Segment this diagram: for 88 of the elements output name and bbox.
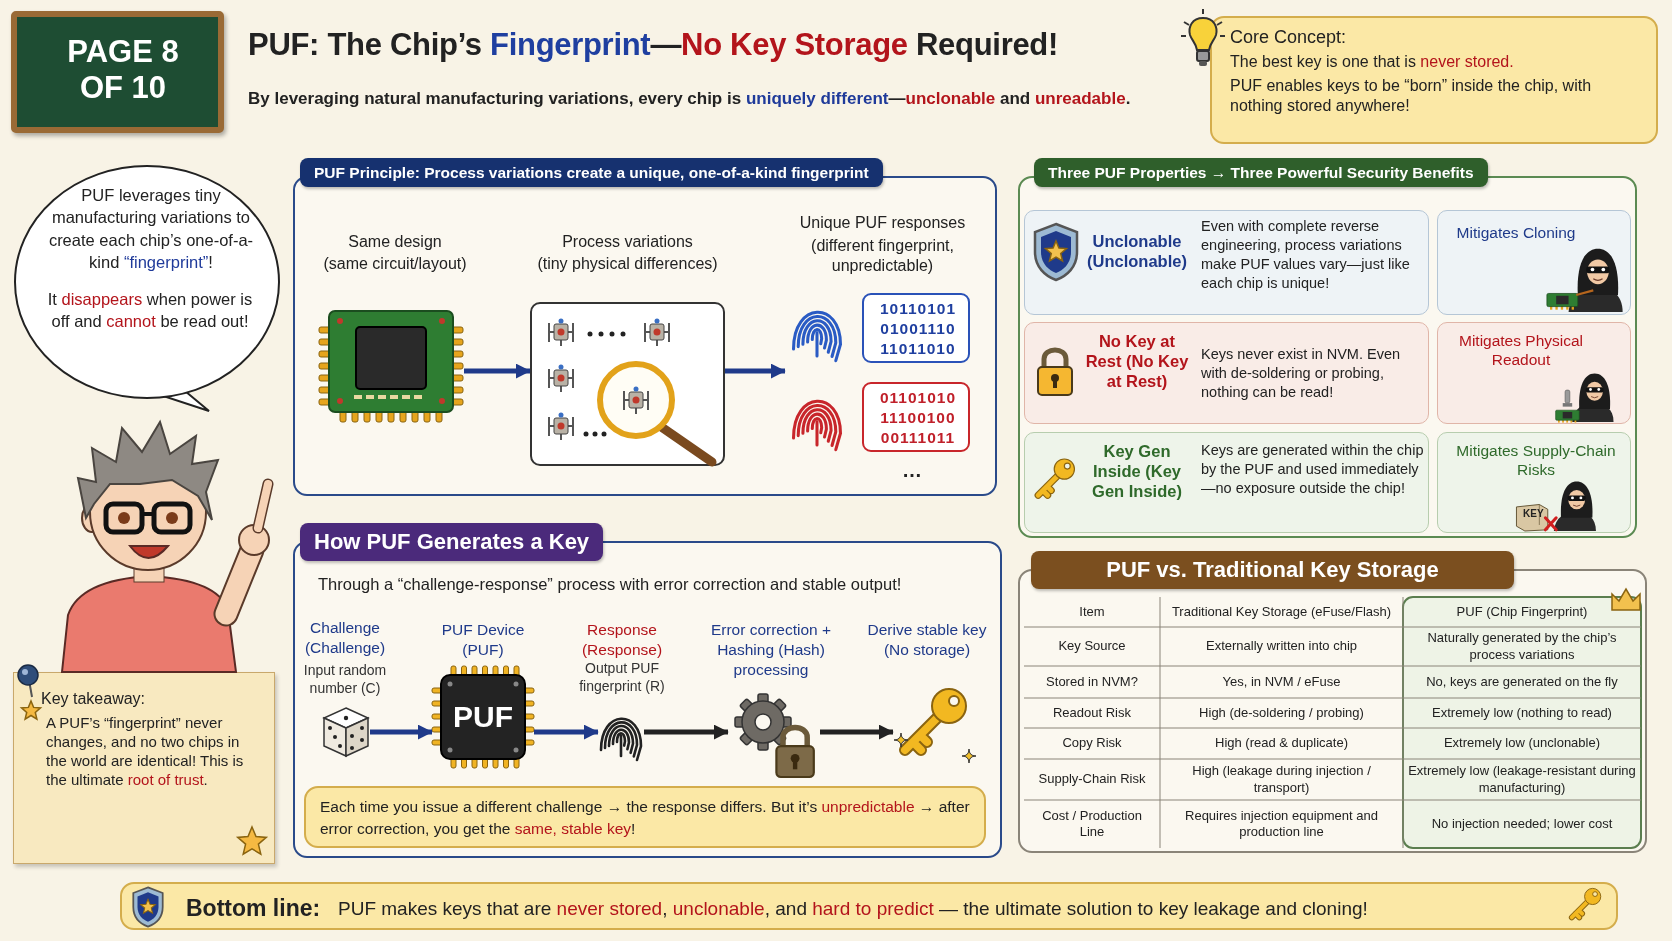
- row-header: Readout Risk: [1052, 704, 1131, 722]
- note-heading: Key takeaway:: [41, 689, 147, 709]
- page-badge: [11, 11, 224, 133]
- note-text: A PUF’s “fingerprint” never changes, and no two chips in the world are identical! This is the ultimate root of trust.: [46, 713, 245, 790]
- property-text: Keys never exist in NVM. Even with de-soldering or probing, nothing can be read!: [1201, 345, 1402, 402]
- section-heading: How PUF Generates a Key: [300, 523, 604, 561]
- concept-note: [1210, 16, 1658, 144]
- property-title: No Key at Rest (No Key at Rest): [1085, 331, 1189, 392]
- section-heading: Three PUF Properties → Three Powerful Security Benefits: [1034, 158, 1488, 188]
- binary-code: 10110101 01001110 11011010: [878, 299, 958, 360]
- table-value: High (read & duplicate): [1215, 735, 1348, 752]
- table-value: High (de-soldering / probing): [1199, 704, 1364, 722]
- concept-heading: Core Concept:: [1230, 26, 1348, 49]
- process-variation-box: [530, 302, 725, 466]
- step-label: Process variations: [561, 232, 694, 252]
- table-value: Extremely low (unclonable): [1443, 735, 1601, 752]
- section-panel: [1018, 158, 1637, 538]
- section-subtitle: Through a “challenge-response” process with error correction and stable output!: [318, 574, 903, 595]
- banner-heading: Bottom line:: [186, 894, 321, 923]
- column-header: Item: [1079, 603, 1105, 621]
- step-label: PUF Device (PUF): [440, 620, 526, 661]
- arrow: [820, 724, 894, 740]
- property-text: Keys are generated within the chip by the PUF and used immediately—no exposure outside the chip!: [1201, 441, 1425, 498]
- benefit-title: Mitigates Cloning: [1455, 223, 1577, 243]
- row-header: Supply-Chain Risk: [1038, 771, 1146, 788]
- binary-code-box: [862, 382, 970, 452]
- arrow: [725, 363, 786, 379]
- bubble-text: It disappears when power is off and cannot be read out!: [46, 289, 254, 333]
- banner-text: PUF makes keys that are never stored, unclonable, and hard to predict — the ultimate solution to key leakage and cloning!: [338, 897, 1368, 921]
- row-header: Copy Risk: [1062, 735, 1122, 752]
- row-header: Cost / Production Line: [1041, 807, 1143, 841]
- table-value: Extremely low (leakage-resistant during manufacturing): [1408, 763, 1636, 796]
- table-value: No injection needed; lower cost: [1431, 815, 1613, 833]
- row-header: Key Source: [1058, 638, 1126, 655]
- bubble-text: PUF leverages tiny manufacturing variations to create each chip’s one-of-a-kind “fingerprint”!: [47, 185, 255, 273]
- step-label: Response (Response): [580, 620, 664, 661]
- property-text: Even with complete reverse engineering, process variations make PUF values vary—just like each chip is unique!: [1201, 217, 1411, 293]
- table-value: No, keys are generated on the fly: [1426, 673, 1618, 691]
- box-label: KEY: [1523, 508, 1544, 521]
- step-label: Same design: [347, 232, 443, 252]
- table-value: Yes, in NVM / eFuse: [1222, 673, 1341, 691]
- step-label: Challenge (Challenge): [303, 618, 387, 659]
- summary-note: [304, 786, 986, 848]
- arrow: [370, 724, 433, 740]
- property-card: [1024, 432, 1429, 533]
- table-value: Extremely low (nothing to read): [1432, 704, 1612, 722]
- page-number: PAGE 8 OF 10: [66, 34, 180, 106]
- step-label: Derive stable key (No storage): [866, 620, 988, 661]
- column-header: Traditional Key Storage (eFuse/Flash): [1171, 603, 1392, 621]
- takeaway-note: [13, 672, 275, 864]
- section-heading: PUF Principle: Process variations create a unique, one-of-a-kind fingerprint: [300, 158, 883, 188]
- concept-text: The best key is one that is never stored.: [1230, 52, 1515, 72]
- ellipsis: …: [902, 458, 922, 483]
- arrow: [464, 363, 531, 379]
- benefit-card: [1437, 322, 1631, 424]
- column-header: PUF (Chip Fingerprint): [1456, 603, 1588, 621]
- section-heading: PUF vs. Traditional Key Storage: [1031, 551, 1514, 589]
- property-card: [1024, 322, 1429, 424]
- subtitle: By leveraging natural manufacturing variations, every chip is uniquely different—unclonable and unreadable.: [248, 88, 1131, 110]
- arrow: [534, 724, 599, 740]
- step-caption: (tiny physical differences): [536, 254, 719, 274]
- arrow: [644, 724, 729, 740]
- page-title: PUF: The Chip’s Fingerprint—No Key Storage Required!: [248, 26, 1058, 64]
- table-value: Requires injection equipment and production line: [1184, 807, 1379, 841]
- response-caption: (different fingerprint, unpredictable): [810, 236, 955, 276]
- response-heading: Unique PUF responses: [798, 213, 967, 233]
- binary-code: 01101010 11100100 00111011: [878, 388, 958, 449]
- property-title: Key Gen Inside (Key Gen Inside): [1091, 441, 1183, 502]
- property-title: Unclonable (Unclonable): [1086, 231, 1188, 272]
- step-caption: (same circuit/layout): [322, 254, 468, 274]
- benefit-title: Mitigates Physical Readout: [1457, 331, 1584, 370]
- step-caption: Input random number (C): [302, 662, 388, 697]
- concept-text: PUF enables keys to be “born” inside the chip, with nothing stored anywhere!: [1230, 76, 1593, 116]
- binary-code-box: [862, 293, 970, 363]
- table-value: Externally written into chip: [1206, 638, 1357, 655]
- section-panel: [1018, 551, 1647, 853]
- chip-label: PUF: [452, 699, 514, 735]
- row-header: Stored in NVM?: [1046, 673, 1138, 691]
- section-panel: [293, 158, 997, 496]
- table-value: High (leakage during injection / transport): [1191, 763, 1372, 796]
- section-panel: [293, 523, 1002, 858]
- benefit-title: Mitigates Supply-Chain Risks: [1455, 441, 1617, 480]
- table-value: Naturally generated by the chip’s process variations: [1426, 630, 1618, 663]
- bottom-banner: [120, 882, 1618, 930]
- step-label: Error correction + Hashing (Hash) processing: [709, 620, 833, 681]
- step-caption: Output PUF fingerprint (R): [578, 660, 666, 695]
- property-card: [1024, 210, 1429, 315]
- summary-text: Each time you issue a different challenge → the response differs. But it’s unpredictable → after error correction, you get the same, stable key!: [320, 797, 971, 839]
